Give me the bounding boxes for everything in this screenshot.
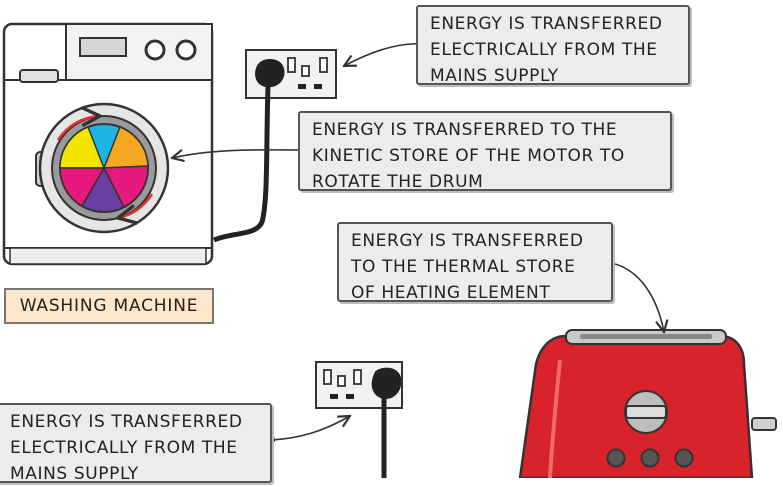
callout-mains-supply-bottom: ENERGY IS TRANSFERRED ELECTRICALLY FROM … <box>0 403 272 484</box>
arrow-mains-top <box>344 40 428 67</box>
washing-machine-label: WASHING MACHINE <box>4 288 214 324</box>
callout-line: ROTATE THE DRUM <box>312 172 484 192</box>
callout-line: KINETIC STORE OF THE MOTOR TO <box>312 146 625 166</box>
callout-line: ENERGY IS TRANSFERRED <box>10 412 243 432</box>
plug-bottom-icon <box>371 367 402 478</box>
washing-drum-icon <box>35 102 170 234</box>
callout-line: ENERGY IS TRANSFERRED TO THE <box>312 120 618 140</box>
callout-thermal-store: ENERGY IS TRANSFERRED TO THE THERMAL STO… <box>337 222 613 303</box>
callout-line: ELECTRICALLY FROM THE <box>430 40 658 60</box>
callout-line: MAINS SUPPLY <box>430 66 559 86</box>
callout-line: TO THE THERMAL STORE <box>351 257 576 277</box>
callout-line: MAINS SUPPLY <box>10 464 139 484</box>
toaster-icon <box>518 329 777 478</box>
callout-mains-supply-top: ENERGY IS TRANSFERRED ELECTRICALLY FROM … <box>416 5 690 86</box>
plug-top-icon <box>212 59 285 243</box>
arrow-mains-bottom <box>268 416 351 444</box>
callout-line: ENERGY IS TRANSFERRED <box>351 231 584 251</box>
callout-line: OF HEATING ELEMENT <box>351 283 551 303</box>
callout-line: ELECTRICALLY FROM THE <box>10 438 238 458</box>
callout-line: ENERGY IS TRANSFERRED <box>430 14 663 34</box>
callout-kinetic-store: ENERGY IS TRANSFERRED TO THE KINETIC STO… <box>298 111 672 192</box>
washing-machine-icon <box>2 22 214 266</box>
